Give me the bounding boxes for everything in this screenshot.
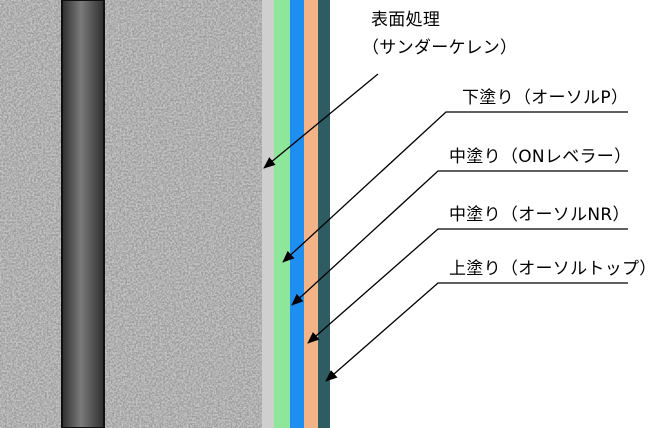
- leader-primer: [282, 111, 628, 263]
- label-top-coat: 上塗り（オーソルトップ）: [449, 259, 650, 279]
- layer-top-coat: [318, 0, 330, 428]
- concrete-texture: [0, 0, 262, 428]
- rebar: [61, 0, 105, 428]
- leader-surface-treatment: [263, 73, 379, 169]
- label-surface-treatment: 表面処理: [371, 10, 441, 30]
- layer-primer: [274, 0, 290, 428]
- label-mid-coat-on-leveler: 中塗り（ONレベラー）: [449, 147, 632, 167]
- label-mid-coat-nr: 中塗り（オーソルNR）: [449, 205, 630, 225]
- leader-top-coat: [325, 282, 628, 382]
- layer-mid-coat-2: [304, 0, 318, 428]
- layer-surface-prep: [262, 0, 274, 428]
- layer-mid-coat-1: [290, 0, 304, 428]
- label-surface-treatment-method: （サンダーケレン）: [362, 38, 518, 58]
- leader-mid-coat-2: [307, 228, 628, 344]
- label-primer: 下塗り（オーソルP）: [462, 88, 629, 108]
- leader-mid-coat-1: [291, 170, 628, 306]
